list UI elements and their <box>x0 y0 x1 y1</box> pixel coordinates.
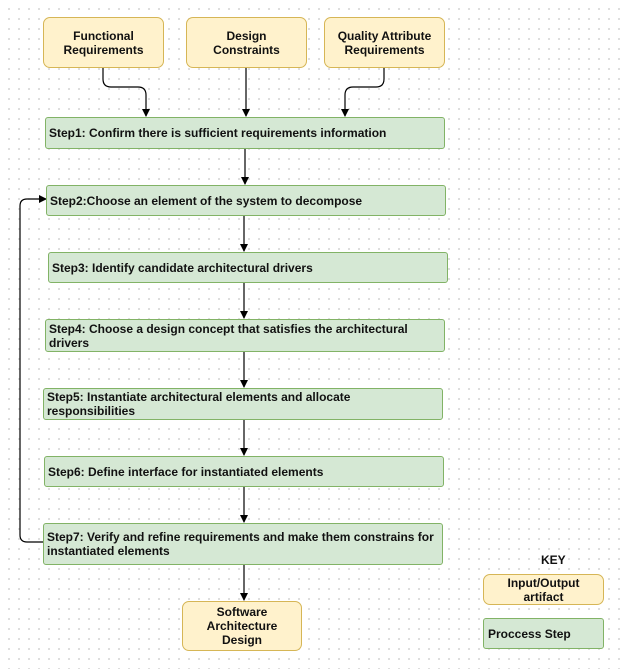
quality-attribute-requirements-label: Quality Attribute Requirements <box>337 28 432 57</box>
step1-label: Step1: Confirm there is sufficient requi… <box>49 126 387 140</box>
arrow-quality-to-step1 <box>341 68 385 117</box>
step6-label: Step6: Define interface for instantiated… <box>48 464 324 479</box>
step2-label: Step2:Choose an element of the system to… <box>50 193 363 208</box>
step3-box: Step3: Identify candidate architectural … <box>48 252 448 283</box>
software-architecture-design-box: Software Architecture Design <box>182 601 302 651</box>
key-artifact-swatch: Input/Output artifact <box>483 574 604 605</box>
step7-box: Step7: Verify and refine requirements an… <box>43 523 443 565</box>
software-architecture-design-label: Software Architecture Design <box>206 605 278 647</box>
step5-label: Step5: Instantiate architectural element… <box>47 390 351 418</box>
functional-requirements-box: Functional Requirements <box>43 17 164 68</box>
key-title: KEY <box>541 553 566 567</box>
design-constraints-box: Design Constraints <box>186 17 307 68</box>
key-artifact-label: Input/Output artifact <box>507 575 580 604</box>
quality-attribute-requirements-box: Quality Attribute Requirements <box>324 17 445 68</box>
step1-box: Step1: Confirm there is sufficient requi… <box>45 117 445 149</box>
arrow-functional-to-step1 <box>102 68 150 117</box>
step3-label: Step3: Identify candidate architectural … <box>52 260 313 275</box>
step2-box: Step2:Choose an element of the system to… <box>46 185 446 216</box>
functional-requirements-label: Functional Requirements <box>63 28 144 57</box>
key-step-swatch: Proccess Step <box>483 618 604 649</box>
step6-box: Step6: Define interface for instantiated… <box>44 456 444 487</box>
design-constraints-label: Design Constraints <box>213 28 280 57</box>
step7-label: Step7: Verify and refine requirements an… <box>47 530 434 558</box>
step4-label: Step4: Choose a design concept that sati… <box>49 321 408 350</box>
step5-box: Step5: Instantiate architectural element… <box>43 388 443 420</box>
step4-box: Step4: Choose a design concept that sati… <box>45 319 445 352</box>
loop-arrow-step7-to-step2 <box>19 195 47 543</box>
key-step-label: Proccess Step <box>488 626 571 641</box>
